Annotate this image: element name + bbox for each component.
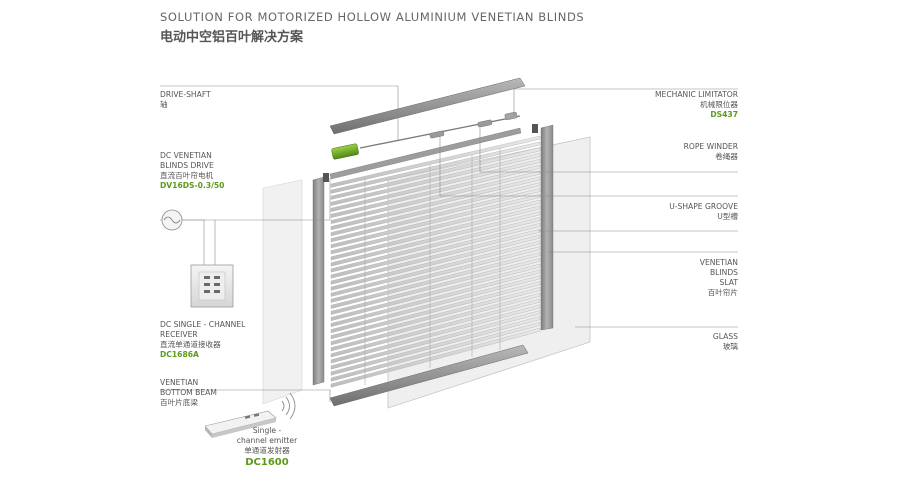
- venetian-slat: [330, 176, 541, 231]
- venetian-slat: [330, 170, 541, 224]
- venetian-slat: [330, 188, 541, 243]
- label-glass: GLASS 玻璃: [712, 332, 738, 351]
- venetian-slat: [330, 217, 541, 273]
- venetian-slat: [330, 252, 541, 309]
- venetian-slat: [330, 321, 541, 382]
- right-frame: [540, 124, 554, 331]
- venetian-slat: [330, 316, 541, 376]
- mechanic-limitator: [504, 111, 518, 121]
- venetian-slat: [330, 263, 541, 321]
- venetian-slat: [330, 228, 541, 285]
- venetian-slat: [330, 304, 541, 364]
- label-venetian-slat: VENETIAN BLINDS SLAT 百叶帘片: [699, 258, 738, 297]
- title-chinese: 电动中空铝百叶解决方案: [160, 30, 304, 45]
- venetian-slat: [330, 246, 541, 303]
- label-emitter: Single - channel emitter 单通道发射器 DC1600: [236, 426, 298, 468]
- label-rope-winder: ROPE WINDER 卷绳器: [683, 142, 738, 161]
- head-rail: [329, 77, 526, 135]
- label-mechanic-limitator: MECHANIC LIMITATOR 机械限位器 DS437: [654, 90, 738, 119]
- bottom-beam: [329, 344, 529, 407]
- venetian-slat: [330, 205, 541, 261]
- label-dc-drive: DC VENETIAN BLINDS DRIVE 直流百叶帘电机 DV16DS-…: [160, 151, 225, 190]
- right-frame-cap: [532, 124, 538, 133]
- venetian-slat: [330, 147, 541, 200]
- venetian-slat: [330, 287, 541, 346]
- left-frame: [312, 176, 325, 386]
- venetian-slat: [330, 310, 541, 370]
- ladder-strings: [364, 148, 501, 385]
- label-u-groove: U-SHAPE GROOVE U型槽: [669, 202, 738, 221]
- venetian-slats: [330, 135, 541, 388]
- venetian-slat: [330, 292, 541, 352]
- venetian-slat: [330, 234, 541, 291]
- title-english: SOLUTION FOR MOTORIZED HOLLOW ALUMINIUM …: [160, 10, 585, 24]
- receiver-inner-panel: [198, 271, 226, 301]
- venetian-slat: [330, 211, 541, 267]
- signal-waves-icon: [281, 392, 296, 420]
- label-drive-shaft: DRIVE-SHAFT 轴: [160, 90, 211, 109]
- glass-pane-front: [262, 179, 303, 405]
- remote-emitter-icon: [204, 410, 277, 438]
- label-bottom-beam: VENETIAN BOTTOM BEAM 百叶片底梁: [160, 378, 217, 407]
- venetian-slat: [330, 269, 541, 328]
- venetian-slat: [330, 281, 541, 340]
- venetian-slat: [330, 327, 541, 388]
- venetian-slat: [330, 298, 541, 358]
- left-frame-cap: [323, 173, 329, 182]
- venetian-slat: [330, 199, 541, 255]
- rope-winder-right: [477, 119, 493, 128]
- leader-lines: [160, 85, 738, 402]
- venetian-slat: [330, 141, 541, 194]
- venetian-slat: [330, 223, 541, 279]
- rope-winder-left: [429, 130, 445, 139]
- venetian-slat: [330, 240, 541, 297]
- venetian-slat: [330, 193, 541, 249]
- venetian-slat: [330, 164, 541, 218]
- venetian-slat: [330, 159, 541, 212]
- top-channel: [329, 127, 522, 180]
- venetian-slat: [330, 153, 541, 206]
- power-sine-wave: [163, 216, 181, 224]
- venetian-slat: [330, 257, 541, 315]
- venetian-slat: [330, 275, 541, 334]
- dc-motor: [331, 143, 359, 160]
- label-receiver: DC SINGLE - CHANNEL RECEIVER 直流单通道接收器 DC…: [160, 320, 246, 359]
- venetian-slat: [330, 135, 541, 188]
